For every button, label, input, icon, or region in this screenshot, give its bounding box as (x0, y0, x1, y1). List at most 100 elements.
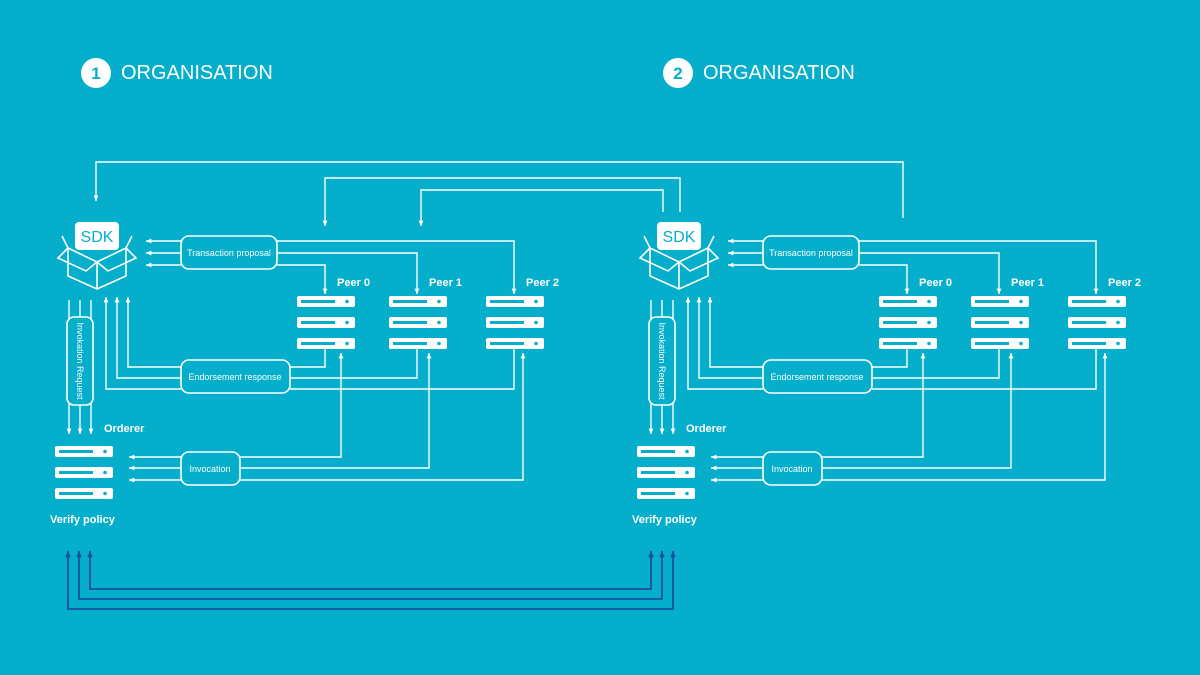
server-unit-icon (879, 338, 937, 349)
peer-1: Peer 1 (971, 277, 1044, 349)
box-right-flap (678, 247, 720, 272)
arrow-icon (696, 297, 763, 379)
server-unit-icon (486, 317, 544, 328)
arrow-icon (859, 264, 910, 294)
server-unit-icon (1068, 338, 1126, 349)
transaction-proposal-flow: Transaction proposal (728, 235, 1099, 294)
organisation-2: 2 ORGANISATION SDK Transaction proposalPeer… (632, 58, 1141, 526)
box-top-edge (67, 247, 127, 263)
invocation-flow: Invocation (129, 353, 526, 486)
verify-policy-label: Verify policy (50, 514, 116, 526)
arrow-icon (822, 353, 926, 458)
arrow-icon (685, 297, 763, 390)
peer-0: Peer 0 (297, 277, 370, 349)
org-header: 2 ORGANISATION (663, 58, 855, 88)
box-top-edge (649, 247, 709, 263)
server-unit-icon (389, 317, 447, 328)
server-stack-icon (389, 296, 447, 349)
invocation-label: Invocation (189, 464, 230, 474)
invocation-request-box (66, 316, 94, 406)
invocation-label: Invocation (771, 464, 812, 474)
box-open-flaps (61, 235, 133, 249)
org-number: 1 (91, 64, 100, 83)
arrow-icon (822, 353, 1014, 469)
server-unit-icon (971, 296, 1029, 307)
box-right-flap (96, 247, 138, 272)
transaction-proposal-box (180, 235, 278, 270)
sdk-label-plate (657, 222, 701, 250)
arrow-icon (277, 264, 328, 294)
box-left-flap (56, 247, 98, 272)
endorsement-response-flow: Endorsement response (103, 297, 515, 394)
server-unit-icon (55, 446, 113, 457)
endorsement-response-box (762, 359, 873, 394)
peer-2-label: Peer 2 (1108, 277, 1141, 289)
peer-0-label: Peer 0 (919, 277, 952, 289)
sdk-label: SDK (81, 229, 114, 246)
sdk-label-plate (75, 222, 119, 250)
invocation-request-label: Invokation Request (75, 322, 85, 400)
org-header: 1 ORGANISATION (81, 58, 273, 88)
server-unit-icon (1068, 317, 1126, 328)
policy-link-middle (76, 551, 665, 600)
transaction-proposal-label: Transaction proposal (769, 248, 853, 258)
sdk-box-icon: SDK (638, 222, 720, 290)
arrow-icon (240, 353, 344, 458)
transaction-proposal-flow: Transaction proposal (146, 235, 517, 294)
server-unit-icon (297, 317, 355, 328)
server-unit-icon (879, 296, 937, 307)
arrow-icon (103, 297, 181, 390)
verify-policy-label: Verify policy (632, 514, 698, 526)
org-number-badge (663, 58, 693, 88)
arrow-icon (277, 240, 517, 294)
arrow-icon (822, 353, 1108, 481)
endorsement-response-box (180, 359, 291, 394)
server-unit-icon (879, 317, 937, 328)
policy-link-outer (65, 551, 676, 610)
endorsement-response-label: Endorsement response (770, 372, 863, 382)
box-open-flaps (643, 235, 715, 249)
server-unit-icon (389, 338, 447, 349)
server-stack-icon (297, 296, 355, 349)
arrow-icon (125, 297, 181, 368)
arrow-icon (290, 349, 326, 368)
peer-1: Peer 1 (389, 277, 462, 349)
box-left-flap (638, 247, 680, 272)
server-unit-icon (971, 338, 1029, 349)
server-stack-icon (879, 296, 937, 349)
invocation-request-flow: Invokation Request (66, 300, 94, 434)
org-title: ORGANISATION (121, 62, 273, 84)
cross-link-org1b (418, 189, 664, 226)
org-title: ORGANISATION (703, 62, 855, 84)
peer-2-label: Peer 2 (526, 277, 559, 289)
invocation-box (762, 451, 823, 486)
arrow-icon (290, 349, 418, 379)
server-stack-icon (55, 446, 113, 499)
sdk-box-icon: SDK (56, 222, 138, 290)
arrow-icon (114, 297, 181, 379)
server-stack-icon (1068, 296, 1126, 349)
cross-org-links-top (93, 161, 904, 226)
orderer-label: Orderer (104, 423, 145, 435)
arrow-icon (240, 353, 526, 481)
org-number-badge (81, 58, 111, 88)
server-unit-icon (1068, 296, 1126, 307)
peer-2: Peer 2 (1068, 277, 1141, 349)
peer-2: Peer 2 (486, 277, 559, 349)
server-unit-icon (486, 338, 544, 349)
server-stack-icon (637, 446, 695, 499)
arrow-icon (707, 297, 763, 368)
org-number: 2 (673, 64, 682, 83)
endorsement-response-flow: Endorsement response (685, 297, 1097, 394)
cross-link-org1 (322, 177, 681, 226)
arrow-icon (872, 349, 1097, 390)
arrow-icon (872, 349, 1000, 379)
invocation-request-label: Invokation Request (657, 322, 667, 400)
arrow-icon (290, 349, 515, 390)
cross-org-links-bottom (65, 551, 676, 610)
policy-link-inner (87, 551, 654, 590)
